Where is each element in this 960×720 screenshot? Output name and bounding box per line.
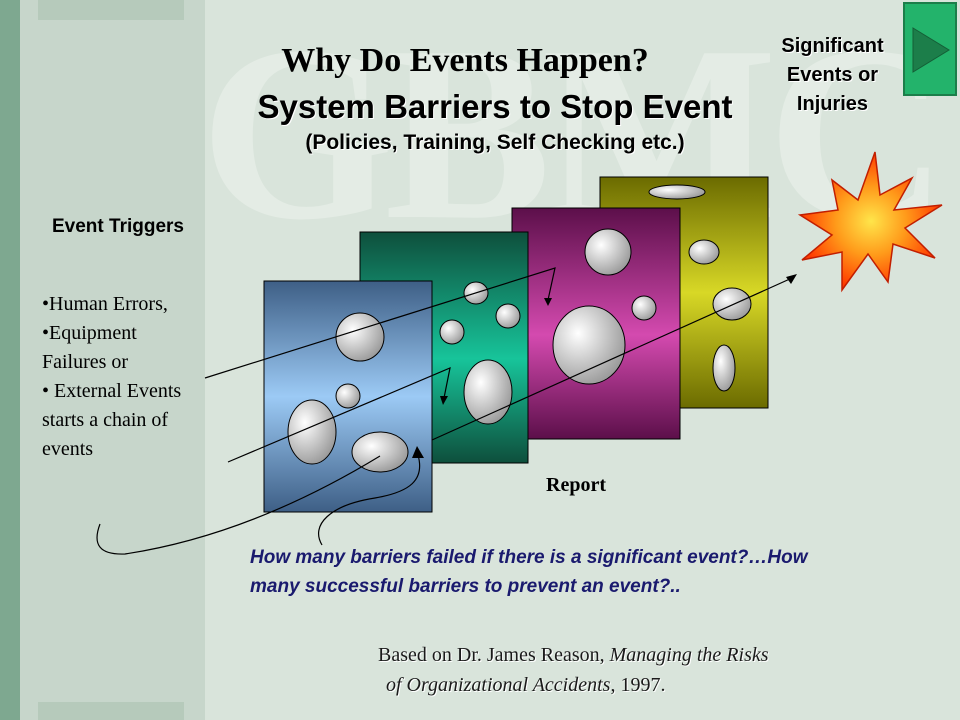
left-band xyxy=(0,0,205,720)
barrier-hole xyxy=(631,295,657,321)
trajectory-line xyxy=(431,277,793,441)
barrier-question: How many barriers failed if there is a s… xyxy=(250,547,808,597)
arrowhead xyxy=(412,446,424,458)
list-item: Failures or xyxy=(42,351,129,373)
barrier-hole xyxy=(335,383,361,409)
list-item: events xyxy=(42,438,94,460)
list-item: starts a chain of xyxy=(42,409,169,431)
list-item: •Equipment xyxy=(42,322,137,344)
bottom-decor-bar xyxy=(38,702,184,720)
list-item: •Human Errors, xyxy=(42,293,168,315)
barrier-hole xyxy=(287,399,337,465)
barrier-hole xyxy=(712,344,736,392)
barrier-hole xyxy=(648,184,706,200)
arrowhead xyxy=(544,298,552,306)
trajectory-line xyxy=(96,455,381,555)
event-trajectories xyxy=(96,267,797,555)
outcome-label: Significant Events or Injuries xyxy=(781,35,884,115)
trajectory-line xyxy=(227,367,451,463)
barrier-hole xyxy=(712,287,752,321)
barrier-layer-1 xyxy=(263,280,433,513)
top-decor-bar xyxy=(38,0,184,20)
barrier-layer-3 xyxy=(511,207,681,440)
curve-arrow xyxy=(317,454,421,546)
barrier-hole xyxy=(463,359,513,425)
barrier-hole xyxy=(495,303,521,329)
left-strip xyxy=(0,0,20,720)
list-item: • External Events xyxy=(42,380,182,402)
next-slide-button[interactable] xyxy=(903,2,957,96)
barrier-hole xyxy=(351,431,409,473)
explosion-icon xyxy=(797,151,943,293)
arrowhead xyxy=(786,274,797,284)
barrier-hole xyxy=(688,239,720,265)
arrowhead xyxy=(440,396,448,405)
barrier-hole xyxy=(584,228,632,276)
slide-title: Why Do Events Happen? xyxy=(281,42,649,79)
trigger-list: •Human Errors, •Equipment Failures or • … xyxy=(42,290,222,464)
slide-subtitle-detail: (Policies, Training, Self Checking etc.) xyxy=(305,131,685,154)
barrier-hole xyxy=(335,312,385,362)
report-label: Report xyxy=(546,474,606,496)
event-triggers-heading: Event Triggers xyxy=(52,216,184,237)
citation: Based on Dr. James Reason, Managing the … xyxy=(378,644,769,696)
play-triangle-icon xyxy=(912,27,950,73)
barrier-hole xyxy=(552,305,626,385)
barrier-hole xyxy=(439,319,465,345)
slide-subtitle: System Barriers to Stop Event xyxy=(257,88,733,125)
trajectory-line xyxy=(204,267,556,379)
